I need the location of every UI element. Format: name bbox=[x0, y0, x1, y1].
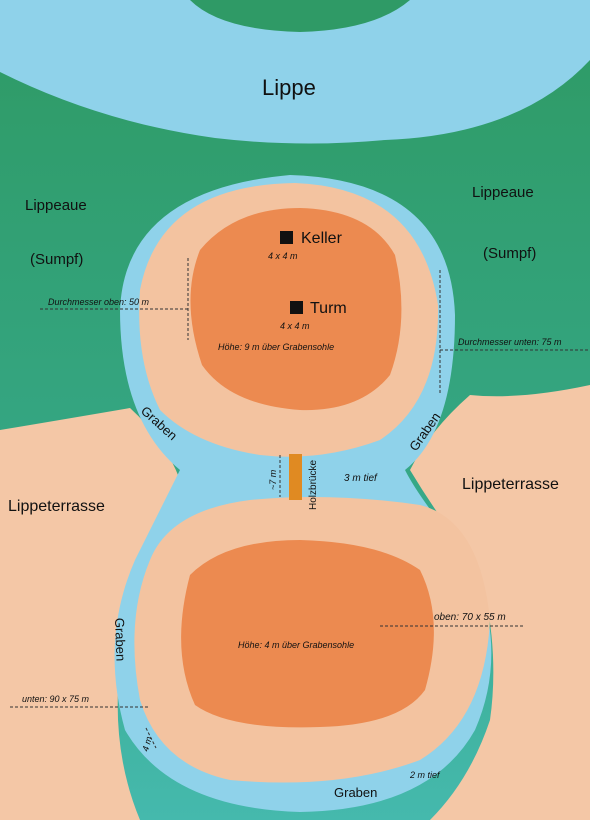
diameter-bottom-label: Durchmesser unten: 75 m bbox=[458, 337, 562, 347]
swamp-left-label: (Sumpf) bbox=[30, 251, 83, 268]
river-label: Lippe bbox=[262, 75, 316, 100]
moat-width-label: 4 m bbox=[140, 735, 154, 753]
river-lippe bbox=[0, 0, 590, 144]
terrace-right bbox=[410, 385, 590, 820]
cellar-marker bbox=[280, 231, 293, 244]
tower-size-label: 4 x 4 m bbox=[280, 321, 310, 331]
cellar-size-label: 4 x 4 m bbox=[268, 251, 298, 261]
moat-left-label: Graben bbox=[112, 618, 129, 662]
cellar-label: Keller bbox=[301, 230, 343, 247]
swamp-right-label: (Sumpf) bbox=[483, 245, 536, 262]
terrace-left bbox=[0, 408, 180, 820]
moat-bottom-label: Graben bbox=[334, 785, 377, 800]
bailey-height-label: Höhe: 4 m über Grabensohle bbox=[238, 640, 354, 650]
terrace-right-label: Lippeterrasse bbox=[462, 476, 559, 493]
river-north-bank bbox=[190, 0, 410, 32]
diameter-top-label: Durchmesser oben: 50 m bbox=[48, 297, 150, 307]
bailey-bottom-label: unten: 90 x 75 m bbox=[22, 694, 90, 704]
bridge-label: Holzbrücke bbox=[308, 460, 319, 510]
moat-depth-upper-label: 3 m tief bbox=[344, 473, 378, 484]
bridge-length-label: ~7 m bbox=[268, 469, 278, 490]
tower-marker bbox=[290, 301, 303, 314]
floodplain-right-label: Lippeaue bbox=[472, 184, 534, 201]
tower-label: Turm bbox=[310, 300, 347, 317]
moat-depth-lower-label: 2 m tief bbox=[409, 770, 441, 780]
terrace-left-label: Lippeterrasse bbox=[8, 498, 105, 515]
bailey-plateau bbox=[181, 540, 434, 728]
moat-width-line bbox=[145, 727, 157, 749]
motte-height-label: Höhe: 9 m über Grabensohle bbox=[218, 342, 334, 352]
wooden-bridge bbox=[289, 454, 302, 500]
floodplain-left-label: Lippeaue bbox=[25, 197, 87, 214]
bailey-top-label: oben: 70 x 55 m bbox=[434, 612, 506, 623]
